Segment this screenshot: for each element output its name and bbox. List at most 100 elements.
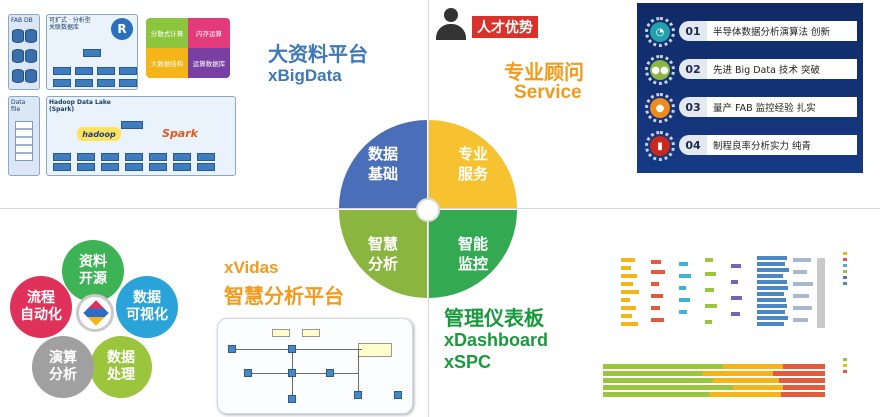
expertise-row: ▮ 04 制程良率分析实力 纯青	[645, 131, 857, 161]
expertise-number: 02	[679, 59, 707, 79]
database-icon	[25, 29, 37, 43]
bigdata-title-en: xBigData	[268, 66, 342, 85]
server-node	[173, 163, 191, 171]
server-node	[149, 153, 167, 161]
database-icon	[12, 69, 24, 83]
server-node	[197, 153, 215, 161]
puzzle-piece: 运算数据库	[188, 48, 230, 78]
server-node	[53, 153, 71, 161]
puzzle-piece: 大数据结构	[146, 48, 188, 78]
database-icon	[12, 49, 24, 63]
dashboard-thumbnail	[593, 238, 865, 414]
flow-node	[288, 345, 296, 353]
expertise-text: 量产 FAB 监控经验 扎实	[707, 97, 857, 117]
dashboard-title-cn: 管理仪表板	[444, 306, 544, 330]
server-node	[75, 79, 93, 87]
gear-icon: ●	[645, 93, 675, 123]
bar-panels	[621, 256, 825, 328]
server-node	[121, 121, 143, 129]
person-silhouette-icon	[436, 8, 466, 40]
petal-algorithm-analysis: 演算 分析	[32, 336, 94, 398]
petal-data-processing: 数据 处理	[90, 336, 152, 398]
quadrant-smart-monitoring: 智能 监控	[429, 210, 517, 298]
r-logo-icon: R	[111, 18, 133, 40]
server-node	[125, 153, 143, 161]
server-node	[53, 79, 71, 87]
flower-center-logo	[76, 294, 114, 332]
server-node	[101, 153, 119, 161]
legend-swatches	[843, 252, 847, 373]
flow-note	[358, 343, 392, 357]
horizontal-divider	[0, 208, 880, 209]
flow-connector	[358, 349, 359, 395]
puzzle-piece: 分散式计算	[146, 18, 188, 48]
data-file-box: Data file	[8, 96, 40, 176]
service-title-en: Service	[514, 82, 582, 103]
server-node	[125, 163, 143, 171]
quadrant-smart-analysis: 智慧 分析	[339, 210, 427, 298]
database-icon	[25, 49, 37, 63]
expertise-row: ◔ 01 半导体数据分析演算法 创新	[645, 17, 857, 47]
flow-node	[244, 369, 252, 377]
server-node	[83, 49, 101, 57]
server-node	[53, 163, 71, 171]
flow-node	[394, 391, 402, 399]
gear-icon: ◔	[645, 17, 675, 47]
dashboard-title-en2: xSPC	[444, 352, 492, 372]
flow-note	[302, 329, 320, 337]
xvidas-title-cn: 智慧分析平台	[224, 284, 344, 308]
expertise-row: ●● 02 先进 Big Data 技术 突破	[645, 55, 857, 85]
fab-db-label: FAB DB	[11, 17, 33, 24]
server-node	[119, 79, 137, 87]
distributed-db-box: 可扩式 · 分析型 关联数据库 R	[46, 14, 138, 90]
quadrant-data-foundation: 数据 基础	[339, 120, 427, 208]
flow-note	[272, 329, 290, 337]
bigdata-title-cn: 大资料平台	[268, 42, 368, 66]
expertise-row: ● 03 量产 FAB 监控经验 扎实	[645, 93, 857, 123]
distributed-db-label: 可扩式 · 分析型 关联数据库	[49, 17, 91, 31]
team-icon: ●●	[650, 60, 670, 80]
hadoop-box: Hadoop Data Lake (Spark) hadoop Spark	[46, 96, 236, 176]
hadoop-logo-icon: hadoop	[77, 127, 121, 141]
workflow-diagram	[217, 318, 413, 414]
server-node	[97, 79, 115, 87]
gauge-icon: ◔	[650, 22, 670, 42]
flow-node	[228, 345, 236, 353]
petal-data-visualization: 数据 可视化	[116, 276, 178, 338]
server-node	[149, 163, 167, 171]
xvidas-title-en: xVidas	[224, 258, 279, 277]
chart-icon: ▮	[650, 136, 670, 156]
expertise-number: 04	[679, 135, 707, 155]
fab-db-box: FAB DB	[8, 14, 40, 90]
flow-node	[326, 369, 334, 377]
gear-icon: ▮	[645, 131, 675, 161]
spark-logo-icon: Spark	[162, 126, 198, 140]
quadrant-professional-service: 专业 服务	[429, 120, 517, 208]
server-node	[75, 67, 93, 75]
expertise-text: 先进 Big Data 技术 突破	[707, 59, 857, 79]
expertise-number: 03	[679, 97, 707, 117]
server-node	[197, 163, 215, 171]
server-node	[101, 163, 119, 171]
dashboard-title-en1: xDashboard	[444, 330, 549, 350]
stacked-bars	[603, 364, 825, 397]
server-node	[77, 153, 95, 161]
petal-process-automation: 流程 自动化	[10, 276, 72, 338]
database-icon	[12, 29, 24, 43]
talent-badge: 人才优势	[472, 16, 538, 38]
data-file-label: Data file	[11, 99, 26, 113]
service-title-cn: 专业顾问	[504, 60, 584, 84]
expertise-text: 半导体数据分析演算法 创新	[707, 21, 857, 41]
flow-node	[288, 395, 296, 403]
person-icon: ●	[650, 98, 670, 118]
cube-logo-icon	[83, 300, 109, 326]
flow-connector	[248, 373, 358, 374]
petal-data-open-source: 资料 开源	[62, 240, 124, 302]
flow-node	[354, 391, 362, 399]
flow-node	[288, 369, 296, 377]
server-node	[53, 67, 71, 75]
server-node	[77, 163, 95, 171]
expertise-text: 制程良率分析实力 纯青	[707, 135, 857, 155]
expertise-panel: ◔ 01 半导体数据分析演算法 创新 ●● 02 先进 Big Data 技术 …	[637, 3, 863, 173]
hadoop-label: Hadoop Data Lake (Spark)	[49, 99, 111, 113]
